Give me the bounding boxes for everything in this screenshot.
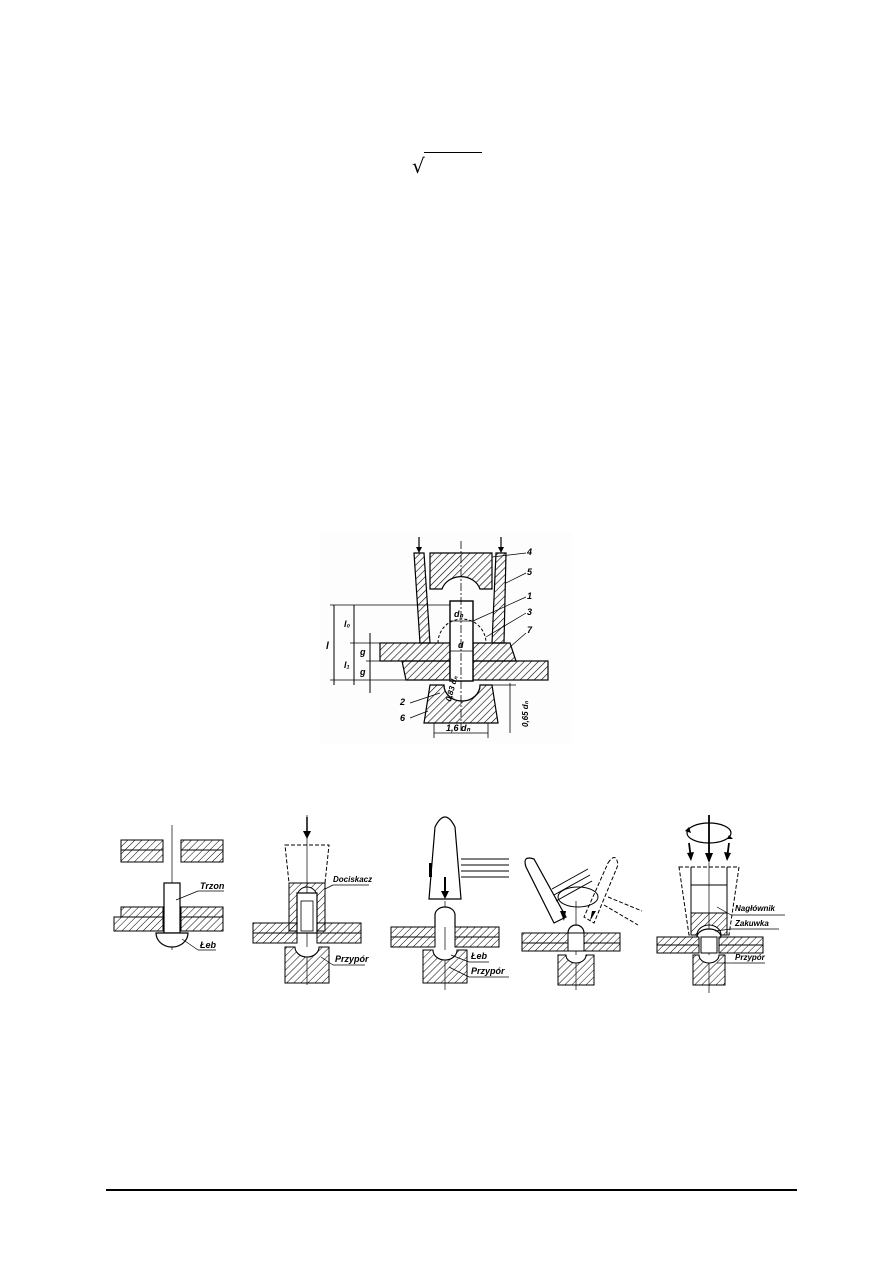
hammer-position-left — [524, 857, 567, 924]
sleeve-right — [491, 552, 507, 644]
label-przypor: Przypór — [735, 953, 766, 962]
riveting-stage-5: Nagłównik Zakuwka Przypór — [655, 805, 790, 995]
rivet-upset-end — [434, 906, 456, 927]
stage-3-drawing: Łeb Przypór — [390, 816, 509, 990]
part-label-1: 1 — [527, 591, 532, 601]
force-arrow-left-icon — [416, 547, 422, 553]
formed-head-outline — [437, 618, 487, 644]
dim-label-g-upper: g — [359, 647, 366, 657]
sleeve-left — [413, 552, 431, 644]
stage-1-drawing: Trzon Łeb — [113, 825, 225, 951]
formula-square-root: √ — [412, 148, 484, 184]
part-label-3: 3 — [527, 607, 532, 617]
force-arrow-right-icon — [498, 547, 504, 553]
riveting-stage-2: Dociskacz Przypór — [245, 805, 375, 995]
part-label-5: 5 — [527, 567, 533, 577]
force-arrow-right-icon — [724, 852, 731, 861]
formed-head — [696, 928, 722, 938]
upper-plate-left — [379, 642, 451, 662]
lower-plate-right — [472, 660, 549, 681]
stage-2-drawing: Dociskacz Przypór — [252, 815, 372, 985]
part-label-6: 6 — [400, 713, 406, 723]
label-przypor: Przypór — [335, 954, 369, 964]
force-arrow-left-icon — [687, 852, 694, 861]
radical-vinculum — [424, 152, 482, 153]
rivet-upset-end — [567, 924, 585, 934]
hammer-position-right — [583, 857, 619, 924]
stage-4-drawing — [521, 857, 643, 990]
label-przypor: Przypór — [471, 966, 505, 976]
hammer-head — [428, 816, 462, 900]
footer-rule — [106, 1189, 797, 1191]
hammer-blow-arrow-icon — [441, 891, 449, 899]
riveting-stage-3: Łeb Przypór — [385, 805, 515, 995]
rivet-cross-section-diagram: l l₀ l₁ g g dₙ d 0,83 dₙ 1,6 dₙ 0,65 dₙ … — [320, 533, 572, 743]
rivet-factory-head — [443, 684, 481, 702]
dim-label-dn: dₙ — [454, 609, 463, 619]
dim-label-head-width: 1,6 dₙ — [446, 723, 471, 733]
dim-label-g-lower: g — [359, 667, 366, 677]
dim-label-l1: l₁ — [344, 660, 350, 670]
label-zakuwka: Zakuwka — [734, 919, 769, 928]
strike-arrow-left-icon — [560, 911, 566, 921]
force-arrow-center-icon — [705, 853, 713, 863]
part-label-7: 7 — [527, 625, 533, 635]
swing-path — [557, 886, 599, 908]
riveting-stage-4 — [518, 805, 648, 995]
radical-symbol: √ — [412, 154, 425, 178]
dim-label-l0: l₀ — [344, 619, 351, 629]
label-dociskacz: Dociskacz — [333, 875, 372, 884]
strike-arrow-right-icon — [590, 911, 596, 921]
label-leb: Łeb — [199, 940, 217, 950]
dim-label-d: d — [458, 640, 464, 650]
dim-label-head-height: 0,65 dₙ — [521, 700, 530, 727]
label-leb: Łeb — [470, 951, 488, 961]
part-label-4: 4 — [526, 547, 532, 557]
label-naglownik: Nagłównik — [735, 904, 776, 913]
part-label-2: 2 — [399, 697, 405, 707]
force-arrow-icon — [303, 831, 311, 839]
lower-plate-left — [401, 660, 451, 681]
riveting-stage-1: Trzon Łeb — [106, 805, 230, 995]
label-trzon: Trzon — [200, 881, 225, 891]
dim-label-l: l — [326, 641, 329, 652]
upper-plate-right — [472, 642, 517, 662]
rivet-shank — [163, 882, 181, 934]
stage-5-drawing: Nagłównik Zakuwka Przypór — [656, 815, 785, 993]
rivet-head — [155, 932, 189, 948]
rivet-diagram-drawing: l l₀ l₁ g g dₙ d 0,83 dₙ 1,6 dₙ 0,65 dₙ … — [326, 537, 549, 738]
